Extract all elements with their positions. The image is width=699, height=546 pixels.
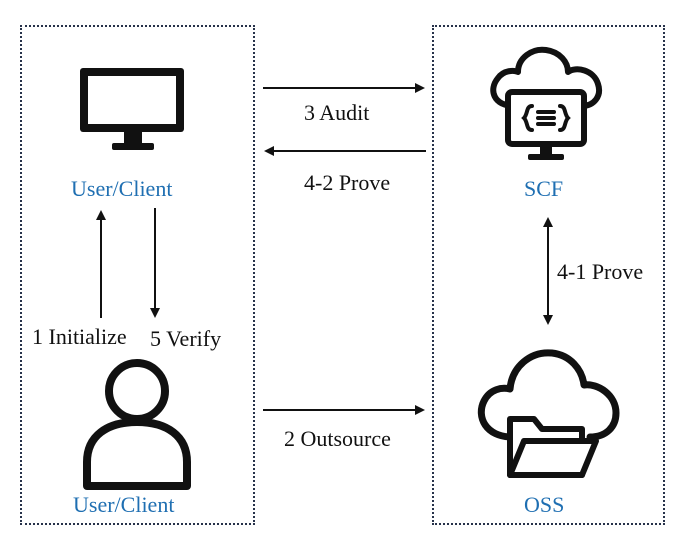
prove-4-1-label: 4-1 Prove: [557, 259, 644, 284]
monitor-icon: [80, 68, 184, 150]
initialize-label: 1 Initialize: [32, 324, 127, 349]
client-panel: [20, 25, 255, 525]
audit-label: 3 Audit: [304, 100, 370, 125]
oss-label: OSS: [524, 492, 565, 517]
user-client-top-label: User/Client: [71, 176, 173, 201]
user-client-bottom-label: User/Client: [73, 492, 175, 517]
prove-4-2-label: 4-2 Prove: [304, 170, 391, 195]
cloud-folder-icon: [477, 349, 620, 478]
outsource-label: 2 Outsource: [284, 426, 391, 451]
cloud-code-icon: [490, 46, 602, 160]
scf-label: SCF: [524, 176, 564, 201]
user-icon: [83, 359, 191, 490]
verify-label: 5 Verify: [150, 326, 222, 351]
cloud-panel: [432, 25, 665, 525]
